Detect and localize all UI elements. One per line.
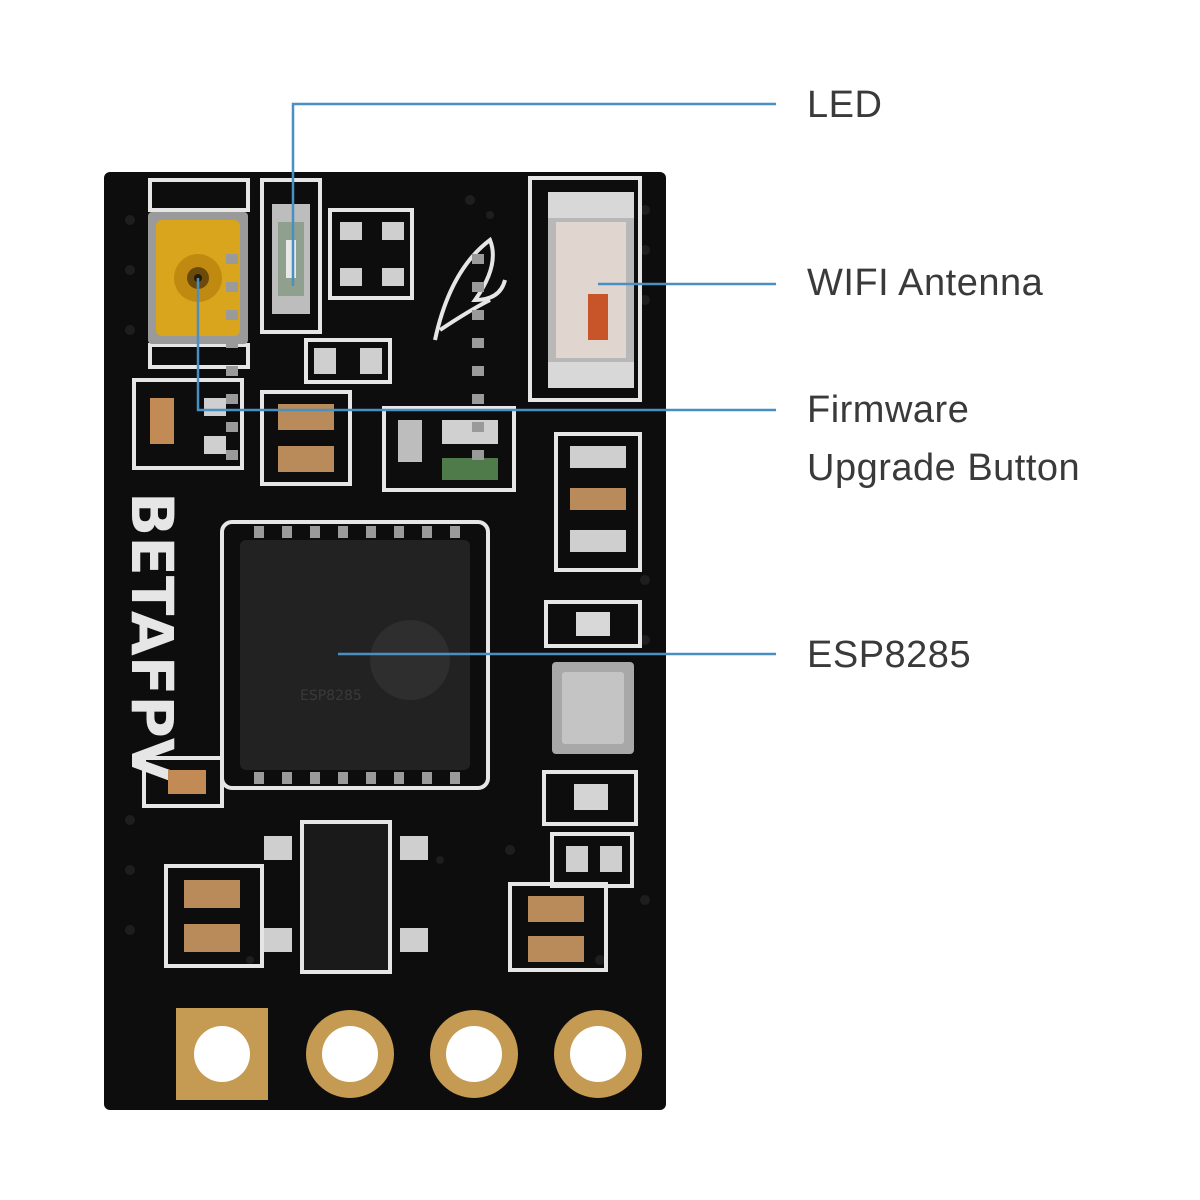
firmware-upgrade-button-label: Firmware Upgrade Button: [807, 381, 1080, 497]
logo-mark: [433, 236, 507, 341]
brand-text: BETAFPV: [118, 492, 186, 783]
chip-pin: [422, 526, 432, 538]
solder-pads: [176, 1008, 642, 1100]
crystal-oscillator: [552, 662, 634, 754]
chip-pin: [450, 772, 460, 784]
chip-pin: [226, 254, 238, 264]
chip-pin: [226, 338, 238, 348]
wifi-antenna-label: WIFI Antenna: [807, 262, 1044, 304]
chip-pin: [366, 772, 376, 784]
firmware-label-line1: Firmware: [807, 389, 970, 431]
chip-pin: [450, 526, 460, 538]
capacitors-bottom: [164, 864, 608, 972]
passive-components-lower-left: [142, 756, 224, 808]
chip-pin: [310, 772, 320, 784]
chip-pin: [472, 450, 484, 460]
chip-pin: [310, 526, 320, 538]
chip-pin: [282, 526, 292, 538]
chip-pin: [282, 772, 292, 784]
brand-text-label: BETAFPV: [118, 492, 186, 783]
chip-pin: [394, 772, 404, 784]
chip-pin: [472, 310, 484, 320]
led-component: [260, 178, 322, 334]
passive-components-right: [544, 432, 642, 648]
chip-pin: [226, 282, 238, 292]
passive-components-top: [304, 208, 414, 384]
chip-pin: [366, 526, 376, 538]
chip-pin: [394, 526, 404, 538]
chip-marking: ESP8285: [300, 688, 362, 704]
chip-pin: [226, 394, 238, 404]
passive-components-left: [132, 378, 244, 470]
chip-pin: [472, 282, 484, 292]
chip-pin: [472, 422, 484, 432]
chip-pin: [472, 254, 484, 264]
chip-pin: [472, 338, 484, 348]
chip-pin: [472, 394, 484, 404]
callout-line-firmware: [196, 278, 776, 412]
chip-pin: [226, 450, 238, 460]
pcb-vias: [125, 195, 650, 965]
chip-pin: [226, 310, 238, 320]
wifi-antenna: [528, 176, 642, 402]
chip-pin: [254, 772, 264, 784]
callout-line-led: [291, 102, 776, 286]
chip-pin: [338, 772, 348, 784]
chip-pin: [226, 422, 238, 432]
led-label: LED: [807, 84, 883, 126]
esp8285-label: ESP8285: [807, 634, 972, 676]
firmware-label-line2: Upgrade Button: [807, 447, 1081, 489]
callout-lines: [196, 102, 776, 656]
capacitors-middle: [260, 390, 516, 492]
chip-pin: [472, 366, 484, 376]
chip-pin: [338, 526, 348, 538]
chip-pins: [226, 254, 484, 784]
chip-pin: [226, 366, 238, 376]
chip-pin: [254, 526, 264, 538]
chip-pin: [422, 772, 432, 784]
voltage-regulator: [264, 820, 428, 974]
